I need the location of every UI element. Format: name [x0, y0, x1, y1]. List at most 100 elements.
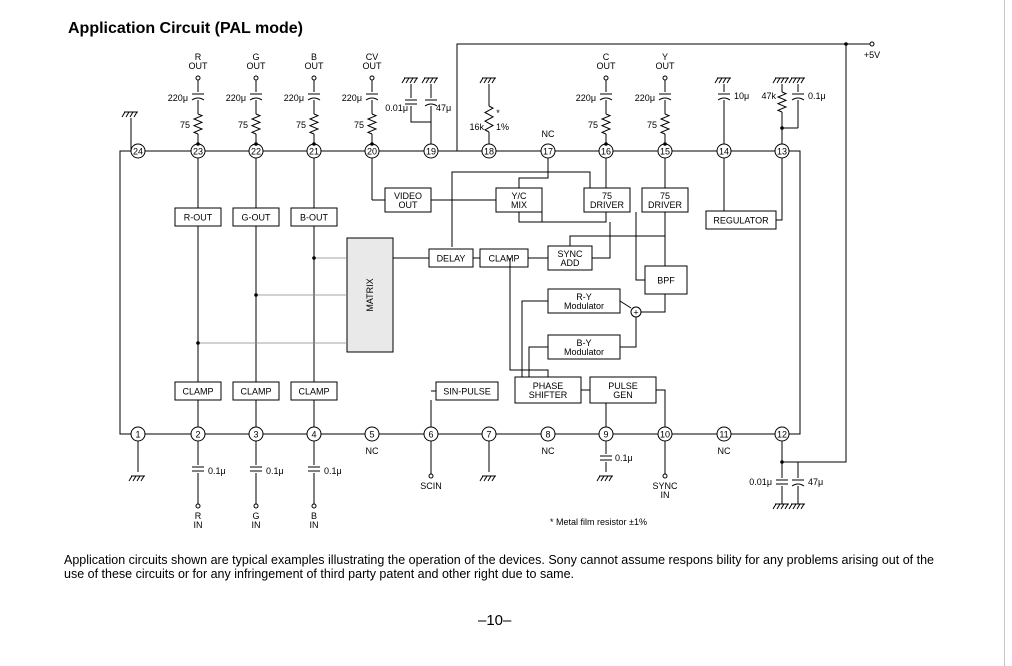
pin-22-number: 22 [251, 146, 261, 156]
ground-hatch [796, 503, 801, 510]
wire [541, 212, 607, 223]
pin-4-input-label: B [311, 511, 317, 521]
pin-20-name: CV [366, 52, 379, 62]
pin-17: 17 [540, 143, 556, 159]
pin-7: 7 [481, 426, 497, 442]
block-clamp-b-label: CLAMP [298, 387, 329, 397]
pin-8-number: 8 [545, 429, 550, 439]
block-clamp-y: CLAMP [479, 248, 529, 268]
pin-20-capacitor [365, 93, 379, 101]
pin-18-mark: * [496, 108, 500, 118]
pin-16-cap-value: 220μ [576, 93, 596, 103]
pin-13-ground-b [788, 77, 805, 84]
pin-14-number: 14 [719, 146, 729, 156]
pin-17-nc: NC [542, 129, 555, 139]
pin-20-number: 20 [367, 146, 377, 156]
block-sin-pulse-label: SIN-PULSE [443, 387, 491, 397]
ground-hatch [776, 77, 781, 84]
junction-dot [370, 142, 374, 146]
ground-hatch [788, 77, 793, 84]
pin-2-terminal [195, 503, 201, 509]
ground-hatch [604, 475, 609, 482]
pin-21-resistor [308, 113, 320, 135]
pin-13-ground-a [772, 77, 789, 84]
pin-20-res-value: 75 [354, 120, 364, 130]
supply-terminal [869, 41, 875, 47]
pin-21-number: 21 [309, 146, 319, 156]
pin-21: 21 [306, 143, 322, 159]
block-yc-mix-label: MIX [511, 200, 527, 210]
pin-17-number: 17 [543, 146, 553, 156]
ground-hatch [796, 77, 801, 84]
pin-22-name: OUT [247, 61, 267, 71]
ground-hatch [776, 503, 781, 510]
wire [776, 158, 783, 221]
ground-hatch [125, 111, 130, 118]
pin-21-res-value: 75 [296, 120, 306, 130]
block-b-out: B-OUT [290, 207, 338, 227]
pin-23-capacitor [191, 93, 205, 101]
block-regulator: REGULATOR [705, 210, 777, 230]
pin-3-input-label: G [252, 511, 259, 521]
wire [592, 222, 611, 259]
block-matrix-label: MATRIX [365, 278, 375, 311]
pin-10-label: SYNC [652, 481, 678, 491]
ground-hatch [491, 77, 496, 84]
pin-14: 14 [716, 143, 732, 159]
ground-hatch [479, 77, 484, 84]
pin-2-cap-value: 0.1μ [208, 466, 226, 476]
pin-22-capacitor [249, 93, 263, 101]
pin-16-number: 16 [601, 146, 611, 156]
block-matrix: MATRIX [346, 237, 394, 353]
pin24-ground [121, 111, 138, 118]
block-yc-mix-label: Y/C [511, 191, 527, 201]
pin-20-terminal [369, 75, 375, 81]
wire [635, 212, 645, 281]
block-clamp-y-label: CLAMP [488, 254, 519, 264]
ground-hatch [129, 111, 134, 118]
pin-10: 10 [657, 426, 673, 442]
block-75-driver-16-label: 75 [602, 191, 612, 201]
pin-15-capacitor [658, 93, 672, 101]
pin-12-ground-a [772, 503, 789, 510]
pin-16-resistor [600, 113, 612, 135]
pin-11: 11 [716, 426, 732, 442]
ground-hatch [487, 77, 492, 84]
ground-hatch [128, 475, 133, 482]
pin-7-ground [479, 475, 496, 482]
wire [518, 212, 542, 223]
pin-5: 5 [364, 426, 380, 442]
block-bpf-frame [644, 265, 688, 295]
block-clamp-r-frame [174, 381, 222, 401]
pin-13: 13 [774, 143, 790, 159]
pin-15-terminal [662, 75, 668, 81]
ground-hatch [800, 503, 805, 510]
block-ry-modulator-label: Modulator [564, 301, 604, 311]
pin-20-name: OUT [363, 61, 383, 71]
block-bpf-label: BPF [657, 276, 675, 286]
pin-11-number: 11 [719, 429, 728, 439]
pin-6-label: SCIN [420, 481, 442, 491]
pin-9-cap-value: 0.1μ [615, 453, 633, 463]
pin-6-number: 6 [428, 429, 433, 439]
block-75-driver-16-label: DRIVER [590, 200, 625, 210]
pin-8: 8 [540, 426, 556, 442]
pin-18-tolerance: 1% [496, 122, 509, 132]
wire [521, 300, 548, 382]
pin-24-number: 24 [133, 146, 143, 156]
wire [620, 317, 637, 348]
pin-13-capacitor [791, 93, 805, 101]
pin-1-number: 1 [135, 429, 140, 439]
pin-2-input-label: IN [194, 520, 203, 530]
pin-23-res-value: 75 [180, 120, 190, 130]
pin-2-input-label: R [195, 511, 202, 521]
pin-3-capacitor [250, 466, 262, 472]
pin-12-cap2-value: 47μ [808, 477, 823, 487]
pin-12-ground-b [788, 503, 805, 510]
cap-plate [791, 97, 805, 101]
